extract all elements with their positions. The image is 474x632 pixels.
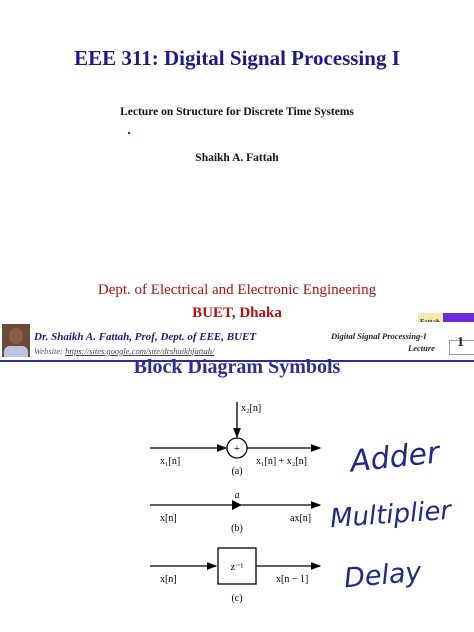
website-link[interactable]: https://sites.google.com/site/drshaikhfa… — [65, 346, 215, 356]
university-name: BUET, Dhaka — [192, 305, 282, 321]
course-title: EEE 311: Digital Signal Processing I — [74, 46, 400, 70]
handwritten-delay: Delay — [342, 556, 423, 595]
header-website-line: Website: https://sites.google.com/site/d… — [34, 346, 214, 356]
slide-title: Block Diagram Symbols — [133, 356, 341, 378]
page-number: 1 — [457, 335, 464, 350]
red-dot-mark — [128, 132, 130, 134]
multiplier-input: x[n] — [160, 513, 177, 524]
lecture-label: Lecture — [408, 343, 435, 353]
lecture-title: Lecture on Structure for Discrete Time S… — [120, 106, 354, 118]
course-label: Digital Signal Processing-I — [331, 331, 427, 341]
multiplier-caption: (b) — [231, 523, 243, 534]
header-author-role: , Prof, Dept. of EEE, BUET — [129, 331, 257, 343]
delay-symbol: z⁻¹ — [231, 562, 244, 573]
website-label: Website: — [34, 346, 63, 356]
header-author-line: Dr. Shaikh A. Fattah, Prof, Dept. of EEE… — [34, 331, 256, 343]
page-number-box — [449, 340, 474, 355]
delay-input: x[n] — [160, 574, 177, 585]
department-name: Dept. of Electrical and Electronic Engin… — [97, 282, 377, 298]
header-author-name: Dr. Shaikh A. Fattah — [34, 331, 130, 343]
adder-symbol: + — [234, 443, 240, 455]
delay-diagram: z⁻¹ x[n] x[n − 1] (c) — [150, 547, 322, 604]
adder-left-input: x₁[n] — [160, 456, 180, 467]
handwritten-adder: Adder — [348, 435, 441, 480]
adder-output: x₁[n] + x₂[n] — [256, 456, 307, 467]
slide-header: Dr. Shaikh A. Fattah, Prof, Dept. of EEE… — [0, 322, 474, 362]
delay-caption: (c) — [231, 593, 242, 604]
title-slide: EEE 311: Digital Signal Processing I Lec… — [74, 46, 400, 321]
adder-caption: (a) — [231, 466, 242, 477]
delay-output: x[n − 1] — [276, 574, 308, 585]
multiplier-output: ax[n] — [290, 513, 311, 524]
block-diagram: + x₂[n] x₁[n] x₁[n] + x₂[n] (a) a x[n] a… — [150, 402, 322, 604]
handwritten-multiplier: Multiplier — [329, 495, 453, 535]
multiplier-diagram: a x[n] ax[n] (b) — [150, 490, 322, 534]
author-name: Shaikh A. Fattah — [195, 152, 279, 164]
author-photo — [2, 324, 30, 357]
adder-diagram: + x₂[n] x₁[n] x₁[n] + x₂[n] (a) — [150, 402, 322, 477]
adder-top-input: x₂[n] — [241, 403, 261, 414]
multiplier-arrow — [232, 500, 242, 510]
multiplier-gain: a — [235, 490, 240, 501]
